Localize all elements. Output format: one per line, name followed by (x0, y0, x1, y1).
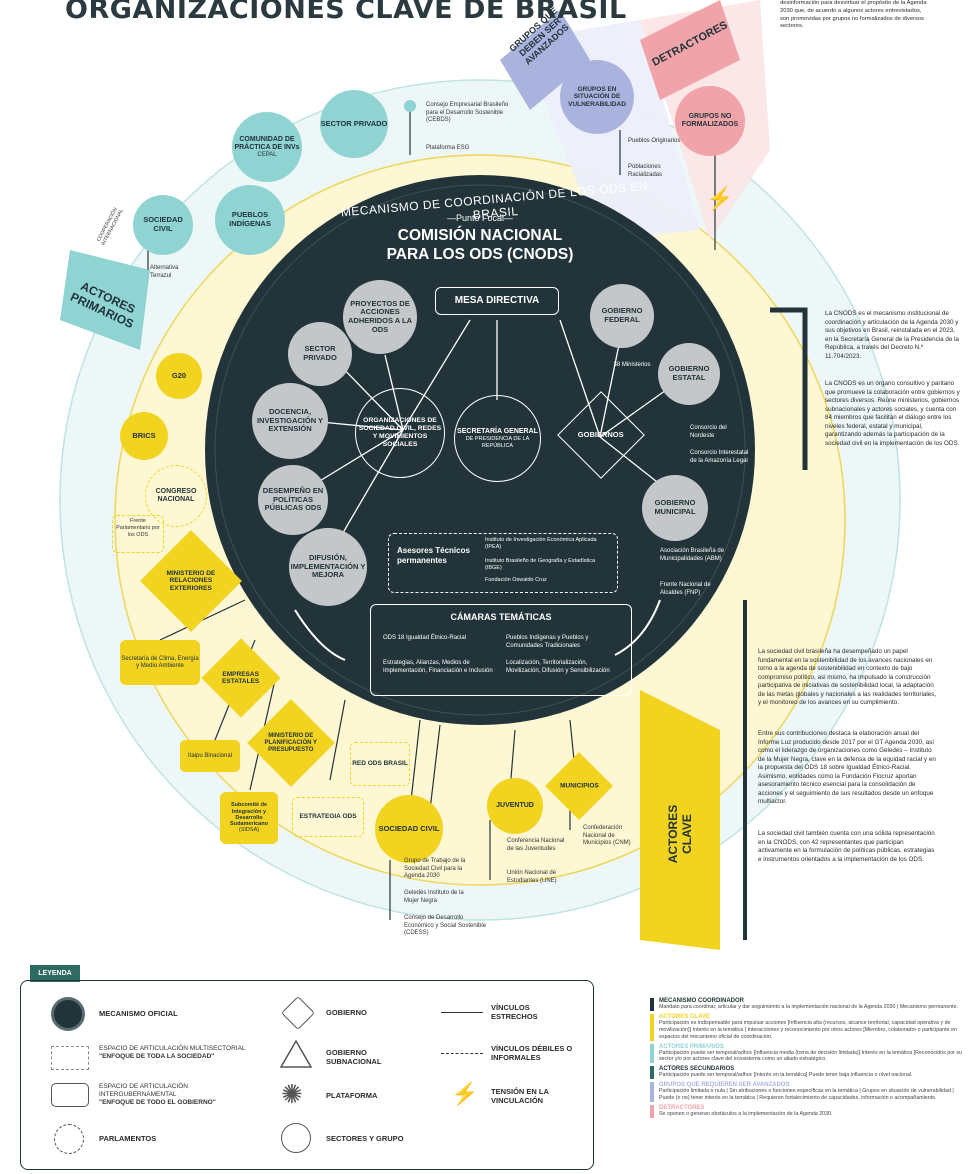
racializadas-label: Poblaciones Racializadas (628, 164, 663, 178)
conferencia-juventudes: Conferencia Nacional de las Juventudes (507, 838, 565, 852)
node-juventud[interactable]: JUVENTUD (487, 778, 543, 834)
espacio-intergubernamental-icon (51, 1083, 89, 1107)
frente-parlamentario: Frente Parlamentario por los ODS (112, 515, 164, 553)
itaipu[interactable]: Itaipu Binacional (180, 740, 240, 772)
estrategia-ods[interactable]: ESTRATEGIA ODS (292, 797, 364, 837)
node-brics[interactable]: BRICS (120, 412, 168, 460)
legend-box: MECANISMO OFICIAL ESPACIO DE ARTICULACIÓ… (20, 980, 594, 1170)
geledes: Geledés Instituto de la Mujer Negra (404, 890, 464, 904)
actores-primarios-tab (60, 250, 150, 350)
sectores-icon (281, 1123, 311, 1153)
vinculos-debiles-icon (441, 1053, 483, 1054)
side-text-2: La CNODS es un órgano consultivo y parit… (825, 380, 960, 447)
mecanismo-oficial-icon (51, 997, 85, 1031)
espacio-multisectorial-icon (51, 1046, 89, 1070)
node-congreso[interactable]: CONGRESO NACIONAL (145, 465, 207, 527)
abm-label: Asociación Brasileña de Municipalidades … (660, 548, 725, 562)
node-sociedad-civil-outer[interactable]: SOCIEDAD CIVIL (133, 195, 193, 255)
node-difusion[interactable]: DIFUSIÓN, IMPLEMENTACIÓN Y MEJORA (289, 528, 367, 606)
consorcio-amazonia: Consorcio Interestatal de la Amazonía Le… (690, 450, 749, 464)
ministerios-label: 38 Ministerios (613, 362, 651, 368)
key-row-heading: ACTORES PRIMARIOS (659, 1043, 724, 1050)
vinculos-estrechos-icon (441, 1012, 483, 1013)
alternativa-terrazul: Alternativa Terrazul (150, 265, 179, 279)
actores-clave-tab (640, 690, 720, 950)
detractores-tab (640, 0, 740, 100)
key-row-heading: MECANISMO COORDINADOR (659, 998, 744, 1004)
node-g20[interactable]: G20 (156, 353, 202, 399)
cdess: Consejo de Desarrollo Económico y Social… (404, 915, 487, 936)
node-pueblos-indigenas[interactable]: PUEBLOS INDÍGENAS (215, 185, 285, 255)
label-actores-clave: ACTORES CLAVE (666, 804, 694, 864)
node-dot (404, 100, 416, 112)
key-row-text: Participación limitada o nula | Sin atri… (659, 1088, 954, 1101)
camaras-tematicas-box[interactable]: CÁMARAS TEMÁTICAS ODS 18 Igualdad Étnico… (370, 604, 632, 696)
secretaria-clima[interactable]: Secretaría de Clima, Energía y Medio Amb… (120, 640, 200, 685)
bracket-line (770, 307, 808, 470)
side-text-5: La sociedad civil también cuenta con una… (758, 830, 935, 863)
cebds-label: Consejo Empresarial Brasileño para el De… (426, 102, 509, 123)
subcomite[interactable]: Subcomité de Integración y Desarrollo Su… (220, 792, 278, 844)
punto-focal: —Punto Focal— (446, 213, 514, 223)
node-gobierno-municipal[interactable]: GOBIERNO MUNICIPAL (642, 475, 708, 541)
key-row-text: Mandato para coordinar, articular y dar … (659, 1004, 959, 1010)
key-row-text: Participación puede ser temporal/adhoc [… (659, 1049, 962, 1063)
tension-legend-icon: ⚡ (451, 1081, 479, 1106)
key-row-text: Participación puede ser temporal/adhoc [… (659, 1072, 913, 1079)
node-sector-privado-inner[interactable]: SECTOR PRIVADO (288, 322, 352, 386)
asesores-box[interactable]: Asesores Técnicos permanentes Instituto … (388, 533, 618, 593)
key-row-text: Participación es indispensable para impu… (659, 1019, 957, 1040)
key-row-heading: GRUPOS QUE REQUIEREN SER AVANZADOS (659, 1082, 790, 1089)
node-sociedad-civil-clave[interactable]: SOCIEDAD CIVIL (375, 795, 443, 863)
cnm: Confederación Nacional de Municipios (CN… (583, 825, 631, 846)
side-text-3: La sociedad civil brasileña ha desempeña… (758, 648, 937, 706)
legend-title: LEYENDA (30, 965, 80, 982)
originarios-label: Pueblos Originarios (628, 138, 681, 144)
node-docencia[interactable]: DOCENCIA, INVESTIGACIÓN Y EXTENSIÓN (252, 383, 328, 459)
mesa-directiva[interactable]: MESA DIRECTIVA (435, 287, 559, 315)
side-text-1: La CNODS es el mecanismo institucional d… (825, 310, 960, 360)
node-proyectos[interactable]: PROYECTOS DE ACCIONES ADHERIDOS A LA ODS (343, 280, 417, 354)
node-grupos-vulnerables[interactable]: GRUPOS EN SITUACIÓN DE VULNERABILIDAD (560, 60, 634, 134)
node-gobierno-estatal[interactable]: GOBIERNO ESTATAL (658, 343, 720, 405)
tension-icon: ⚡ (706, 186, 734, 211)
side-text-4: Entre sus contribuciones destaca la elab… (758, 730, 936, 805)
fnp-label: Frente Nacional de Alcaldes (FNP) (660, 582, 711, 596)
node-sector-privado-outer[interactable]: SECTOR PRIVADO (320, 90, 388, 158)
node-desempeno[interactable]: DESEMPEÑO EN POLÍTICAS PÚBLICAS ODS (258, 465, 328, 535)
gobierno-icon (281, 996, 315, 1030)
key-row-heading: ACTORES SECUNDARIOS (659, 1066, 735, 1073)
consorcio-nordeste: Consorcio del Nordeste (690, 425, 727, 439)
red-ods-brasil[interactable]: RED ODS BRASIL (350, 742, 410, 786)
cnods-title: COMISIÓN NACIONAL PARA LOS ODS (CNODS) (386, 227, 574, 263)
esg-label: Plataforma ESG (426, 145, 470, 151)
node-gobierno-federal[interactable]: GOBIERNO FEDERAL (590, 284, 654, 348)
une: Unión Nacional de Estudiantes (UNE) (507, 870, 557, 884)
top-note: desinformación para desvirtuar el propós… (780, 0, 927, 30)
parlamentos-icon (54, 1124, 84, 1154)
key-row-heading: DETRACTORES (659, 1104, 705, 1111)
key-row-text: Se oponen o generan obstáculos a la impl… (659, 1110, 833, 1117)
gt-agenda: Grupo de Trabajo de la Sociedad Civil pa… (404, 858, 466, 879)
plataforma-icon: ✺ (281, 1079, 303, 1109)
page-title: ORGANIZACIONES CLAVE DE BRASIL (65, 0, 627, 25)
key-row-heading: ACTORES CLAVE (659, 1013, 710, 1020)
gobierno-subnacional-icon (279, 1039, 313, 1068)
node-osc[interactable]: ORGANIZACIONES DE SOCIEDAD CIVIL, REDES … (355, 388, 445, 478)
grupos-avanzados-tab (500, 10, 590, 110)
node-grupos-no-formalizados[interactable]: GRUPOS NO FORMALIZADOS (675, 86, 745, 156)
